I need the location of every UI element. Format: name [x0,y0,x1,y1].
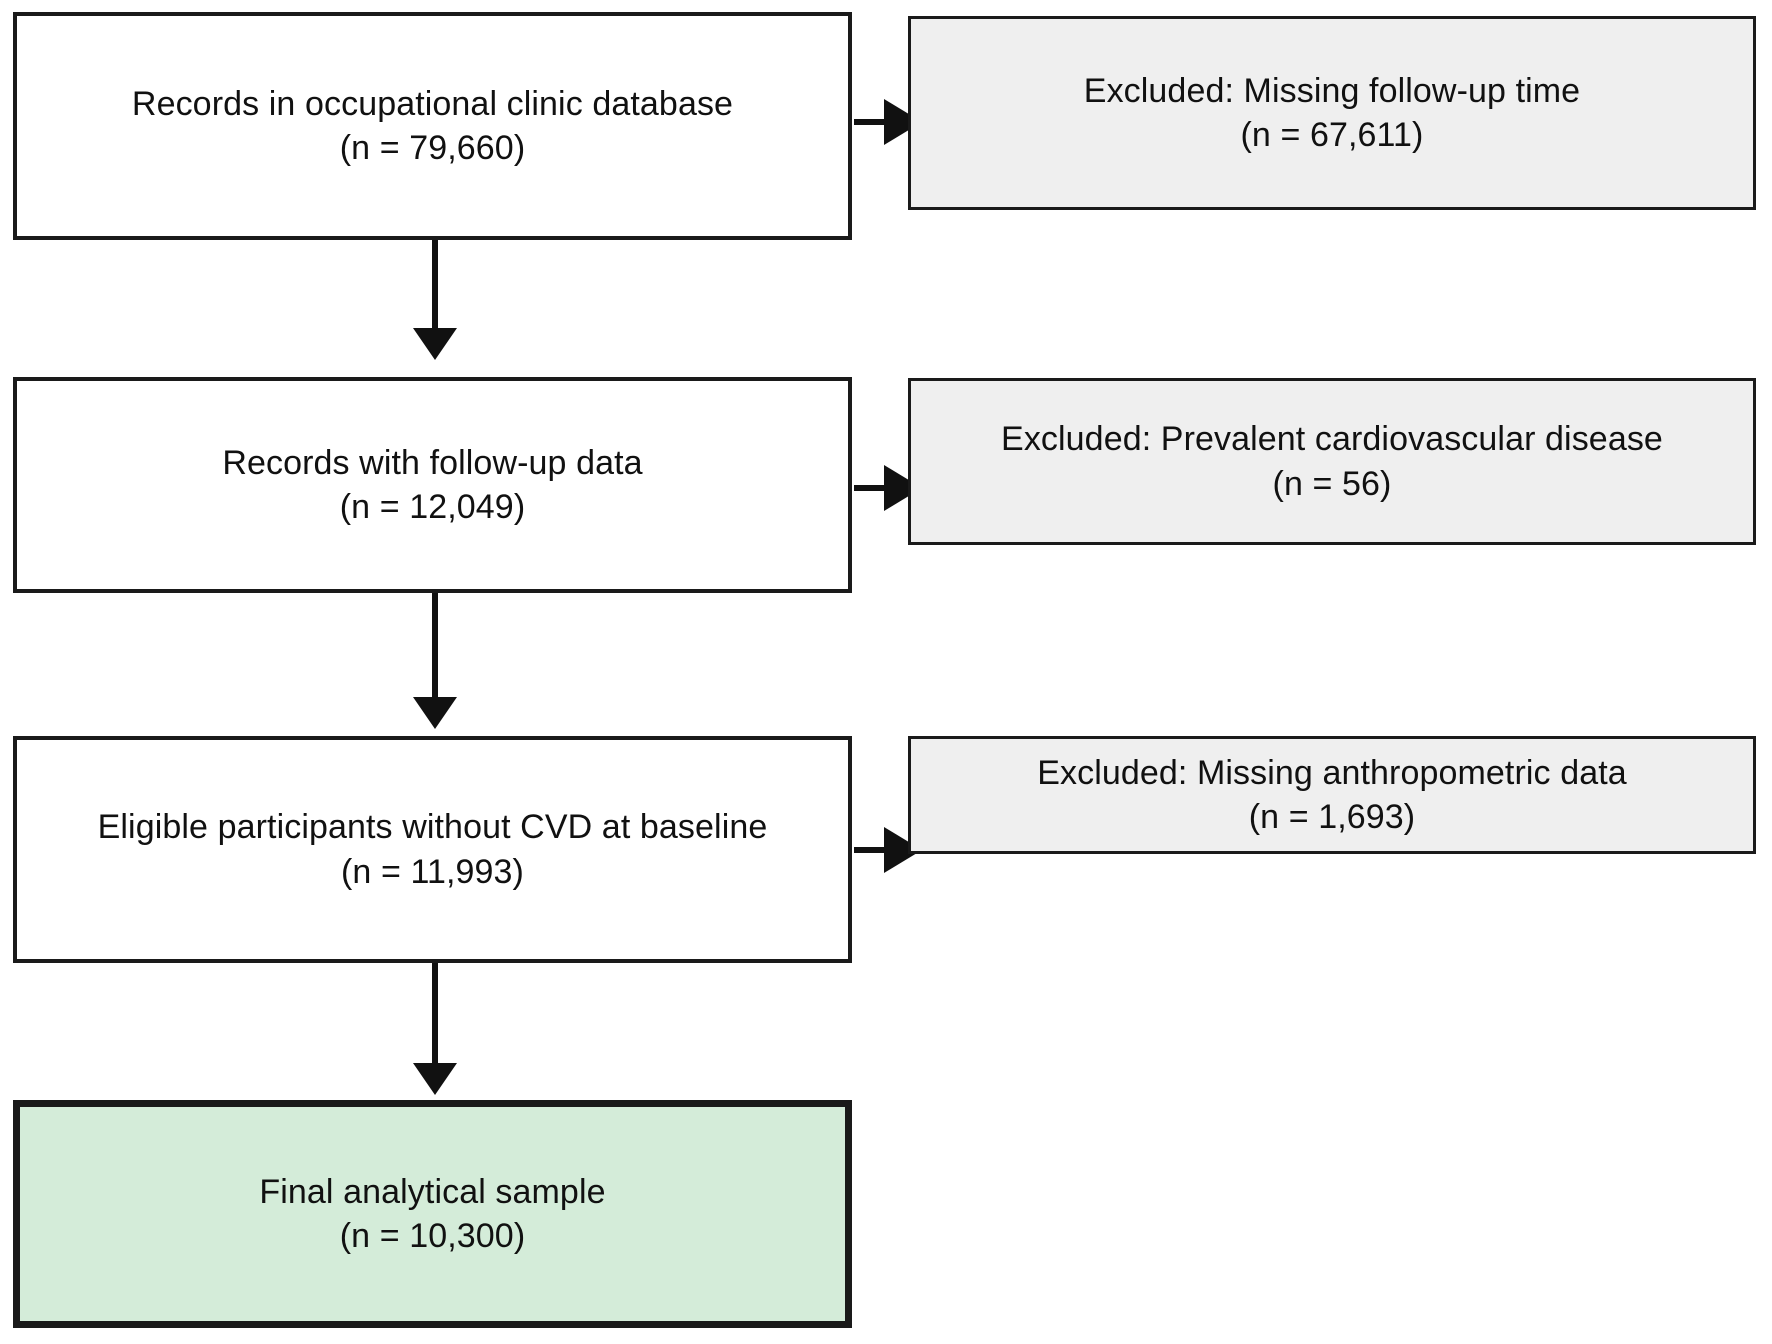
arrow-stem [854,119,888,125]
node-records-in-database: Records in occupational clinic database … [13,12,852,240]
node-excluded-prevalent-cvd: Excluded: Prevalent cardiovascular disea… [908,378,1756,545]
node-count: (n = 56) [1272,464,1392,503]
node-label: Records with follow-up data [222,443,643,482]
arrow-head-down-icon [413,328,457,360]
node-records-with-followup-data: Records with follow-up data (n = 12,049) [13,377,852,593]
arrow-stem [854,485,888,491]
node-count: (n = 67,611) [1240,116,1424,154]
node-label: Excluded: Missing anthropometric data [1037,753,1627,792]
node-label: Excluded: Missing follow-up time [1083,71,1581,110]
node-excluded-missing-followup-time: Excluded: Missing follow-up time (n = 67… [908,16,1756,210]
node-count: (n = 79,660) [339,129,526,167]
node-count: (n = 10,300) [339,1217,526,1255]
node-label: Eligible participants without CVD at bas… [97,808,768,847]
node-excluded-missing-anthropometric-data: Excluded: Missing anthropometric data (n… [908,736,1756,854]
arrow-stem [432,593,438,701]
arrow-head-down-icon [413,697,457,729]
node-count: (n = 11,993) [341,852,524,891]
node-label: Records in occupational clinic database [131,84,734,123]
arrow-stem [432,240,438,332]
node-label: Excluded: Prevalent cardiovascular disea… [1001,420,1663,459]
arrow-stem [854,847,888,853]
node-final-analytical-sample: Final analytical sample (n = 10,300) [13,1100,852,1328]
node-label: Final analytical sample [259,1172,606,1211]
arrow-stem [432,963,438,1067]
arrow-head-down-icon [413,1063,457,1095]
node-eligible-participants: Eligible participants without CVD at bas… [13,736,852,963]
node-count: (n = 1,693) [1248,798,1416,836]
node-count: (n = 12,049) [339,488,526,526]
